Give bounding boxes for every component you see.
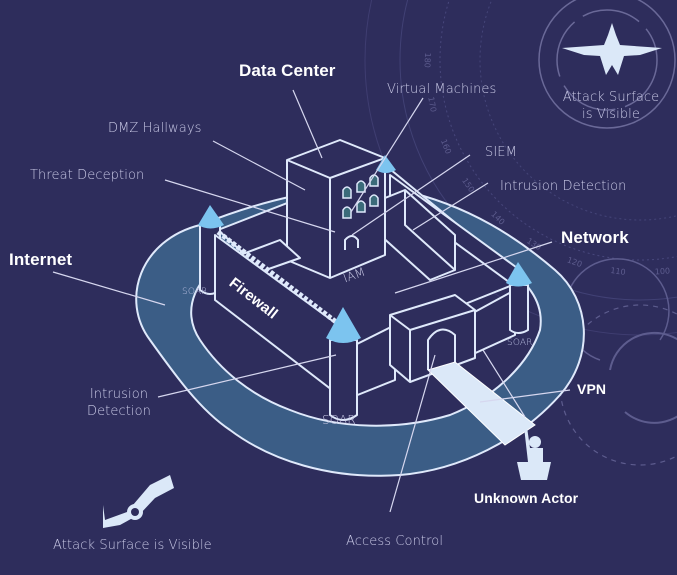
radar-tick-100: 100	[655, 266, 671, 276]
label-access-control: Access Control	[346, 534, 444, 549]
right-tower	[509, 284, 529, 334]
label-soar-front: SOAR	[322, 413, 356, 427]
radar-tick-180: 180	[423, 52, 433, 68]
front-tower-roof	[326, 307, 361, 343]
radar-tick-160: 160	[439, 138, 453, 156]
label-intrusion-detection-top: Intrusion Detection	[500, 179, 627, 194]
label-network: Network	[561, 228, 629, 247]
front-tower	[329, 339, 358, 421]
person-at-podium-icon	[517, 427, 551, 480]
label-attack-surface-top-line1: Attack Surface	[562, 90, 660, 105]
label-intrusion-detection-left-line2: Detection	[86, 404, 152, 419]
radar-tick-120: 120	[566, 255, 583, 269]
label-data-center: Data Center	[239, 61, 336, 80]
label-intrusion-detection-left: Intrusion Detection	[83, 386, 155, 420]
label-attack-surface-bottom: Attack Surface is Visible	[53, 538, 212, 553]
fighter-jet-icon	[562, 23, 662, 75]
left-tower-roof	[198, 205, 224, 229]
tower-roofs	[198, 155, 532, 343]
leader-lines	[52, 89, 571, 513]
label-soar-right: SOAR	[507, 338, 533, 348]
data-center-windows	[342, 174, 379, 219]
label-virtual-machines: Virtual Machines	[387, 82, 497, 97]
iam-door	[344, 235, 359, 250]
radar-tick-170: 170	[426, 96, 438, 113]
label-unknown-actor: Unknown Actor	[474, 490, 579, 506]
label-vpn: VPN	[577, 381, 607, 397]
label-dmz-hallways: DMZ Hallways	[108, 121, 202, 136]
label-siem: SIEM	[485, 145, 517, 160]
data-center-roof	[376, 155, 396, 173]
gate-arch	[427, 328, 456, 370]
radar-tick-110: 110	[610, 266, 626, 277]
firewall-chain	[216, 230, 342, 327]
label-soar-left: SOAR	[182, 287, 208, 297]
cannon-icon	[103, 475, 174, 528]
label-intrusion-detection-left-line1: Intrusion	[89, 387, 149, 402]
label-attack-surface-top: Attack Surface is Visible	[555, 89, 667, 123]
right-tower-roof	[506, 262, 532, 287]
label-attack-surface-top-line2: is Visible	[582, 107, 640, 122]
label-internet: Internet	[9, 250, 73, 269]
label-threat-deception: Threat Deception	[30, 168, 145, 183]
drawbridge	[427, 361, 536, 446]
data-center-tower	[286, 139, 386, 279]
